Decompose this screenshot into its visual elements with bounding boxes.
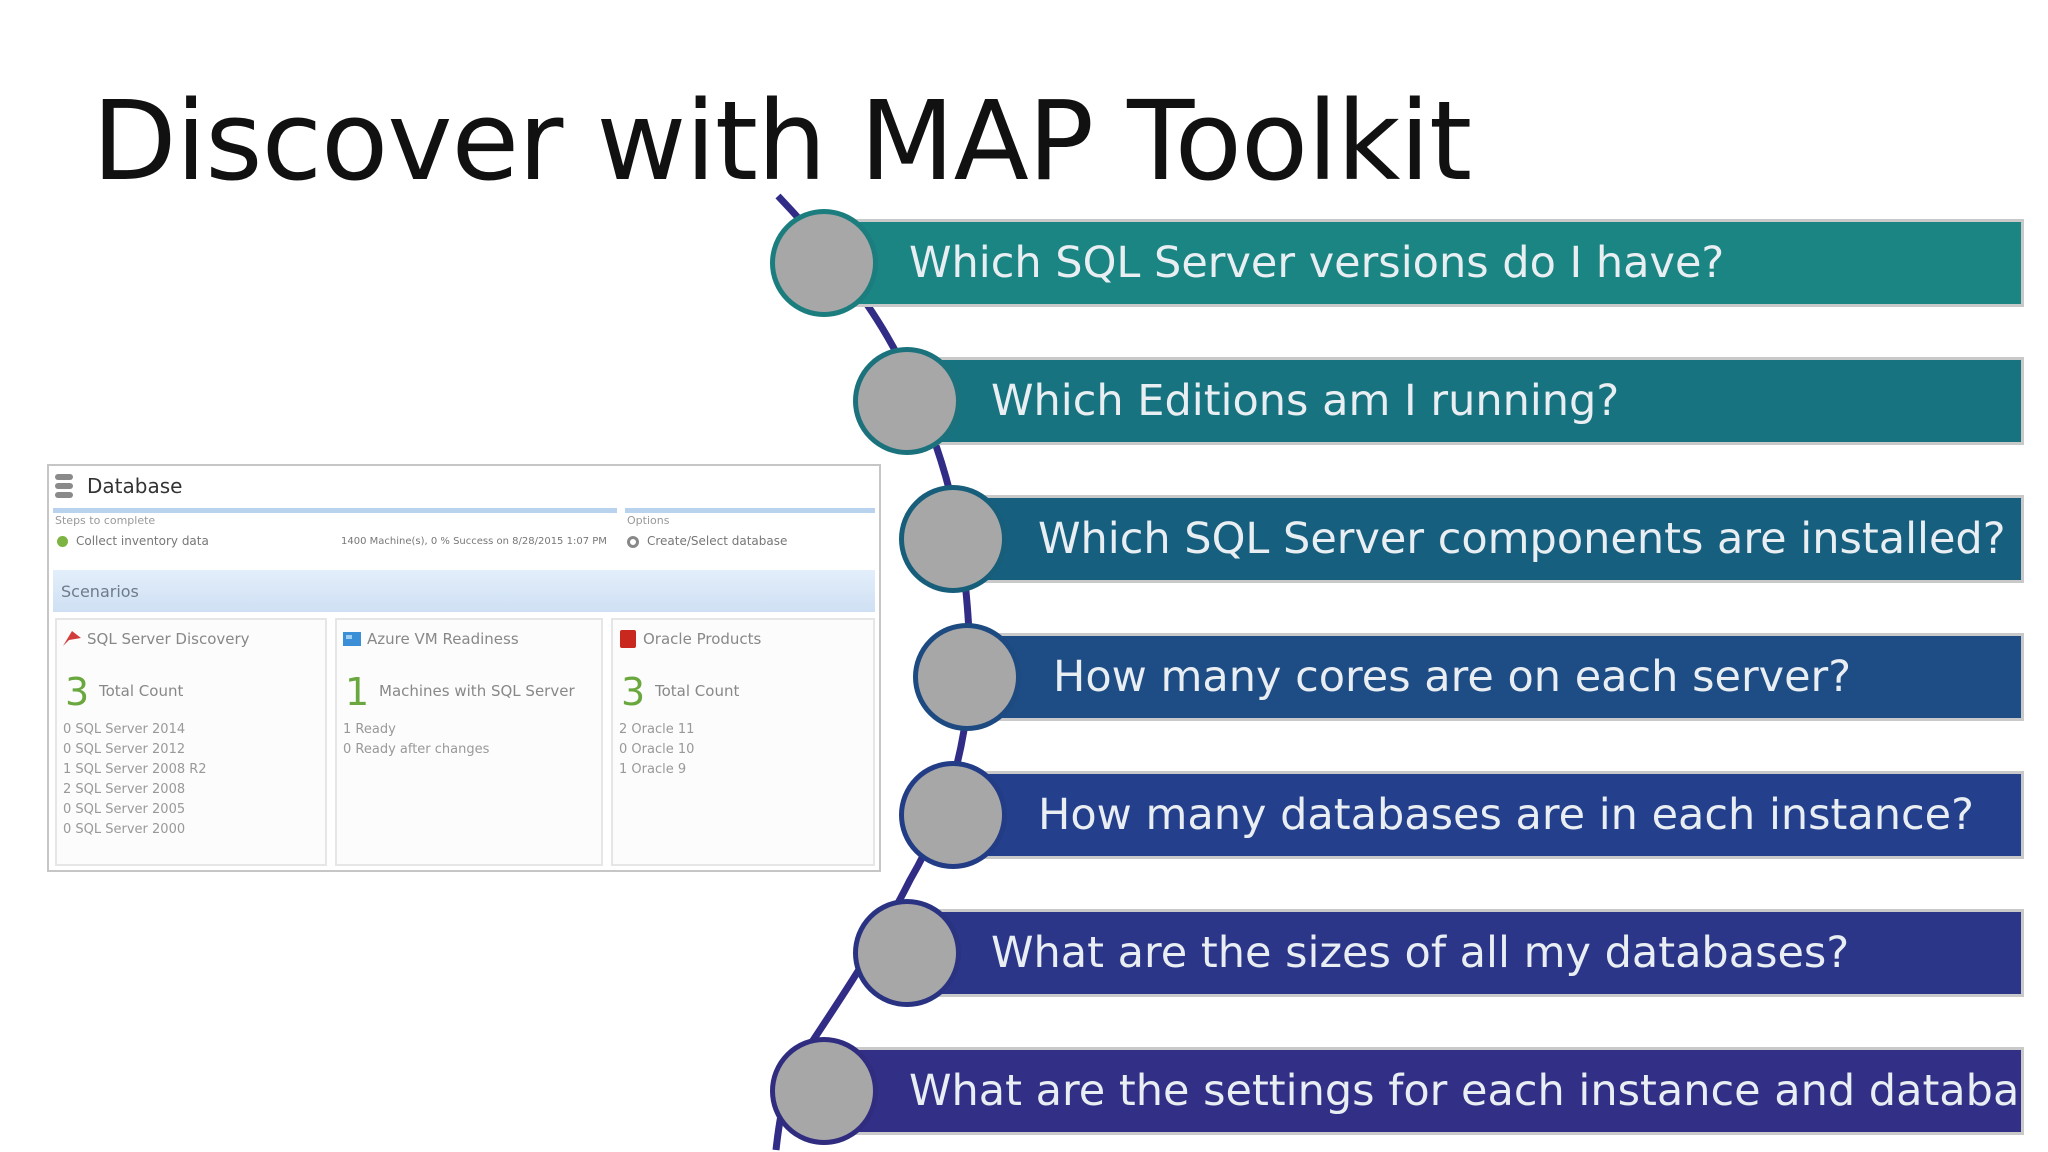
database-icon [55, 474, 73, 498]
question-bar-7: What are the settings for each instance … [830, 1047, 2024, 1135]
list-item: 0 Ready after changes [343, 742, 490, 757]
scenario-card-sql-server[interactable]: SQL Server Discovery 3 Total Count 0 SQL… [55, 618, 327, 866]
collect-inventory-step[interactable]: Collect inventory data [57, 534, 209, 548]
card-count: 1 [345, 670, 370, 714]
scenarios-header: Scenarios [53, 570, 875, 612]
gear-icon [627, 535, 639, 548]
card-title: Azure VM Readiness [367, 630, 519, 648]
step-text: Collect inventory data [76, 534, 209, 548]
timeline-circle-7 [770, 1037, 878, 1145]
create-select-database-option[interactable]: Create/Select database [627, 534, 787, 548]
question-text-2: Which Editions am I running? [991, 376, 1620, 426]
question-text-7: What are the settings for each instance … [909, 1066, 2024, 1116]
slide-title: Discover with MAP Toolkit [92, 77, 1472, 205]
list-item: 0 SQL Server 2012 [63, 742, 186, 757]
card-items: 2 Oracle 11 0 Oracle 10 1 Oracle 9 [619, 720, 694, 780]
list-item: 0 SQL Server 2000 [63, 822, 186, 837]
list-item: 1 Ready [343, 722, 396, 737]
question-bar-3: Which SQL Server components are installe… [958, 495, 2024, 583]
card-count-label: Machines with SQL Server [379, 682, 575, 700]
step-status: 1400 Machine(s), 0 % Success on 8/28/201… [341, 536, 607, 547]
question-text-4: How many cores are on each server? [1053, 652, 1852, 702]
check-icon [57, 536, 68, 547]
list-item: 1 Oracle 9 [619, 762, 687, 777]
list-item: 0 Oracle 10 [619, 742, 695, 757]
list-item: 2 Oracle 11 [619, 722, 695, 737]
timeline-circle-1 [770, 209, 878, 317]
card-title: Oracle Products [643, 630, 762, 648]
question-bar-2: Which Editions am I running? [912, 357, 2024, 445]
list-item: 2 SQL Server 2008 [63, 782, 186, 797]
panel-title: Database [87, 474, 183, 498]
question-text-5: How many databases are in each instance? [1038, 790, 1974, 840]
azure-icon [343, 632, 361, 646]
question-text-3: Which SQL Server components are installe… [1038, 514, 2006, 564]
card-count-label: Total Count [99, 682, 184, 700]
card-count: 3 [65, 670, 90, 714]
list-item: 0 SQL Server 2014 [63, 722, 186, 737]
map-toolkit-database-panel: Database Steps to complete Options Colle… [47, 464, 881, 872]
card-title: SQL Server Discovery [87, 630, 250, 648]
timeline-circle-3 [899, 485, 1007, 593]
scenario-card-azure-vm[interactable]: Azure VM Readiness 1 Machines with SQL S… [335, 618, 603, 866]
panel-header: Database [49, 466, 879, 506]
question-bar-6: What are the sizes of all my databases? [912, 909, 2024, 997]
options-label: Options [627, 514, 670, 527]
sql-server-icon [63, 631, 81, 646]
timeline-circle-6 [853, 899, 961, 1007]
card-count: 3 [621, 670, 646, 714]
question-bar-1: Which SQL Server versions do I have? [830, 219, 2024, 307]
question-text-1: Which SQL Server versions do I have? [909, 238, 1725, 288]
card-items: 0 SQL Server 2014 0 SQL Server 2012 1 SQ… [63, 720, 207, 840]
steps-label: Steps to complete [55, 514, 156, 527]
timeline-circle-4 [913, 623, 1021, 731]
timeline-circle-5 [899, 761, 1007, 869]
list-item: 1 SQL Server 2008 R2 [63, 762, 207, 777]
question-bar-4: How many cores are on each server? [970, 633, 2024, 721]
card-items: 1 Ready 0 Ready after changes [343, 720, 489, 760]
card-count-label: Total Count [655, 682, 740, 700]
question-text-6: What are the sizes of all my databases? [991, 928, 1850, 978]
option-text: Create/Select database [647, 534, 788, 548]
steps-divider [53, 508, 617, 513]
scenario-card-oracle[interactable]: Oracle Products 3 Total Count 2 Oracle 1… [611, 618, 875, 866]
oracle-icon [620, 630, 636, 648]
question-bar-5: How many databases are in each instance? [958, 771, 2024, 859]
timeline-circle-2 [853, 347, 961, 455]
list-item: 0 SQL Server 2005 [63, 802, 186, 817]
options-divider [625, 508, 875, 513]
